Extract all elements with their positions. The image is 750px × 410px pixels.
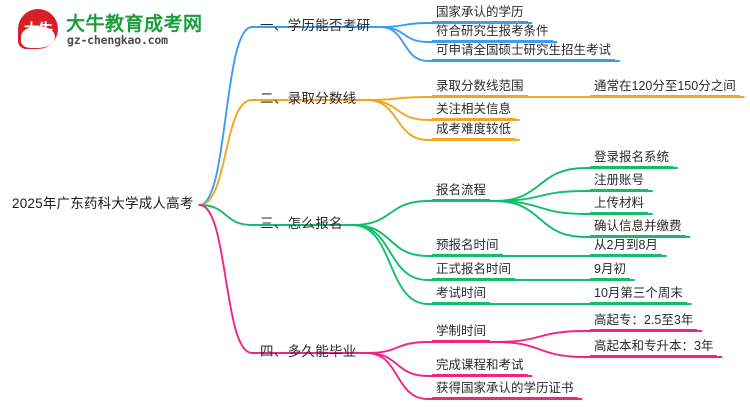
branch-3-child-4-leaf-1[interactable]: 10月第三个周末 — [590, 287, 687, 303]
branch-3-child-2-leaf-1-label: 从2月到8月 — [590, 239, 662, 255]
branch-1-child-1[interactable]: 国家承认的学历 — [432, 6, 528, 22]
branch-3-child-4-label: 考试时间 — [432, 287, 491, 303]
branch-2-child-1-leaf-1[interactable]: 通常在120分至150分之间 — [590, 80, 740, 96]
root-node-label: 2025年广东药科大学成人高考 — [12, 196, 194, 211]
branch-3-child-1-leaf-4[interactable]: 确认信息并缴费 — [590, 220, 686, 236]
branch-3-child-1-leaf-2-label: 注册账号 — [590, 174, 649, 190]
site-logo: 大牛 大牛教育成考网 gz-chengkao.com — [18, 6, 208, 52]
branch-2-child-3-label: 成考难度较低 — [432, 123, 516, 139]
branch-3-child-3-label: 正式报名时间 — [432, 263, 516, 279]
branch-3-child-1-leaf-3[interactable]: 上传材料 — [590, 197, 649, 213]
branch-3-node[interactable]: 三、怎么报名 — [256, 217, 347, 233]
branch-3-child-2[interactable]: 预报名时间 — [432, 239, 503, 255]
branch-3-child-1-leaf-3-label: 上传材料 — [590, 197, 649, 213]
branch-3-child-1[interactable]: 报名流程 — [432, 184, 491, 200]
branch-3-node-label: 三、怎么报名 — [260, 216, 343, 231]
branch-3-child-1-label: 报名流程 — [432, 184, 491, 200]
branch-2-child-1-leaf-1-label: 通常在120分至150分之间 — [590, 80, 740, 96]
branch-2-child-3[interactable]: 成考难度较低 — [432, 123, 516, 139]
logo-bubble-icon: 大牛 — [18, 9, 58, 49]
logo-url-text: gz-chengkao.com — [67, 33, 168, 47]
branch-3-child-1-leaf-2[interactable]: 注册账号 — [590, 174, 649, 190]
branch-4-child-3[interactable]: 获得国家承认的学历证书 — [432, 382, 578, 398]
logo-mark-text: 大牛 — [23, 21, 53, 38]
branch-2-child-1-label: 录取分数线范围 — [432, 80, 528, 96]
branch-4-child-2-label: 完成课程和考试 — [432, 359, 528, 375]
branch-2-child-1[interactable]: 录取分数线范围 — [432, 80, 528, 96]
branch-3-child-3-leaf-1[interactable]: 9月初 — [590, 263, 630, 279]
branch-3-child-2-label: 预报名时间 — [432, 239, 503, 255]
branch-1-node-label: 一、学历能否考研 — [260, 18, 371, 33]
branch-4-child-1-leaf-2-label: 高起本和专升本：3年 — [590, 340, 718, 356]
branch-1-node[interactable]: 一、学历能否考研 — [256, 19, 374, 35]
logo-brand-text: 大牛教育成考网 — [66, 14, 203, 35]
branch-3-child-2-leaf-1[interactable]: 从2月到8月 — [590, 239, 662, 255]
branch-3-child-1-leaf-1[interactable]: 登录报名系统 — [590, 151, 674, 167]
branch-2-node[interactable]: 二、录取分数线 — [256, 92, 361, 108]
branch-3-child-1-leaf-4-label: 确认信息并缴费 — [590, 220, 686, 236]
branch-4-child-1-leaf-1[interactable]: 高起专：2.5至3年 — [590, 314, 698, 330]
branch-3-child-1-leaf-1-label: 登录报名系统 — [590, 151, 674, 167]
branch-2-node-label: 二、录取分数线 — [260, 91, 357, 106]
branch-3-child-3[interactable]: 正式报名时间 — [432, 263, 516, 279]
branch-1-child-2-label: 符合研究生报考条件 — [432, 25, 553, 41]
branch-1-child-3-label: 可申请全国硕士研究生招生考试 — [432, 44, 616, 60]
branch-4-node[interactable]: 四、多久能毕业 — [256, 345, 361, 361]
branch-1-child-2[interactable]: 符合研究生报考条件 — [432, 25, 553, 41]
branch-4-node-label: 四、多久能毕业 — [260, 344, 357, 359]
branch-2-child-2-label: 关注相关信息 — [432, 103, 516, 119]
branch-4-child-1-label: 学制时间 — [432, 325, 491, 341]
branch-3-child-4-leaf-1-label: 10月第三个周末 — [590, 287, 687, 303]
branch-4-child-2[interactable]: 完成课程和考试 — [432, 359, 528, 375]
branch-4-child-3-label: 获得国家承认的学历证书 — [432, 382, 578, 398]
branch-1-child-1-label: 国家承认的学历 — [432, 6, 528, 22]
root-node[interactable]: 2025年广东药科大学成人高考 — [8, 197, 198, 213]
branch-4-child-1-leaf-2[interactable]: 高起本和专升本：3年 — [590, 340, 718, 356]
branch-3-child-3-leaf-1-label: 9月初 — [590, 263, 630, 279]
branch-4-child-1-leaf-1-label: 高起专：2.5至3年 — [590, 314, 698, 330]
branch-1-child-3[interactable]: 可申请全国硕士研究生招生考试 — [432, 44, 616, 60]
branch-3-child-4[interactable]: 考试时间 — [432, 287, 491, 303]
branch-4-child-1[interactable]: 学制时间 — [432, 325, 491, 341]
branch-2-child-2[interactable]: 关注相关信息 — [432, 103, 516, 119]
